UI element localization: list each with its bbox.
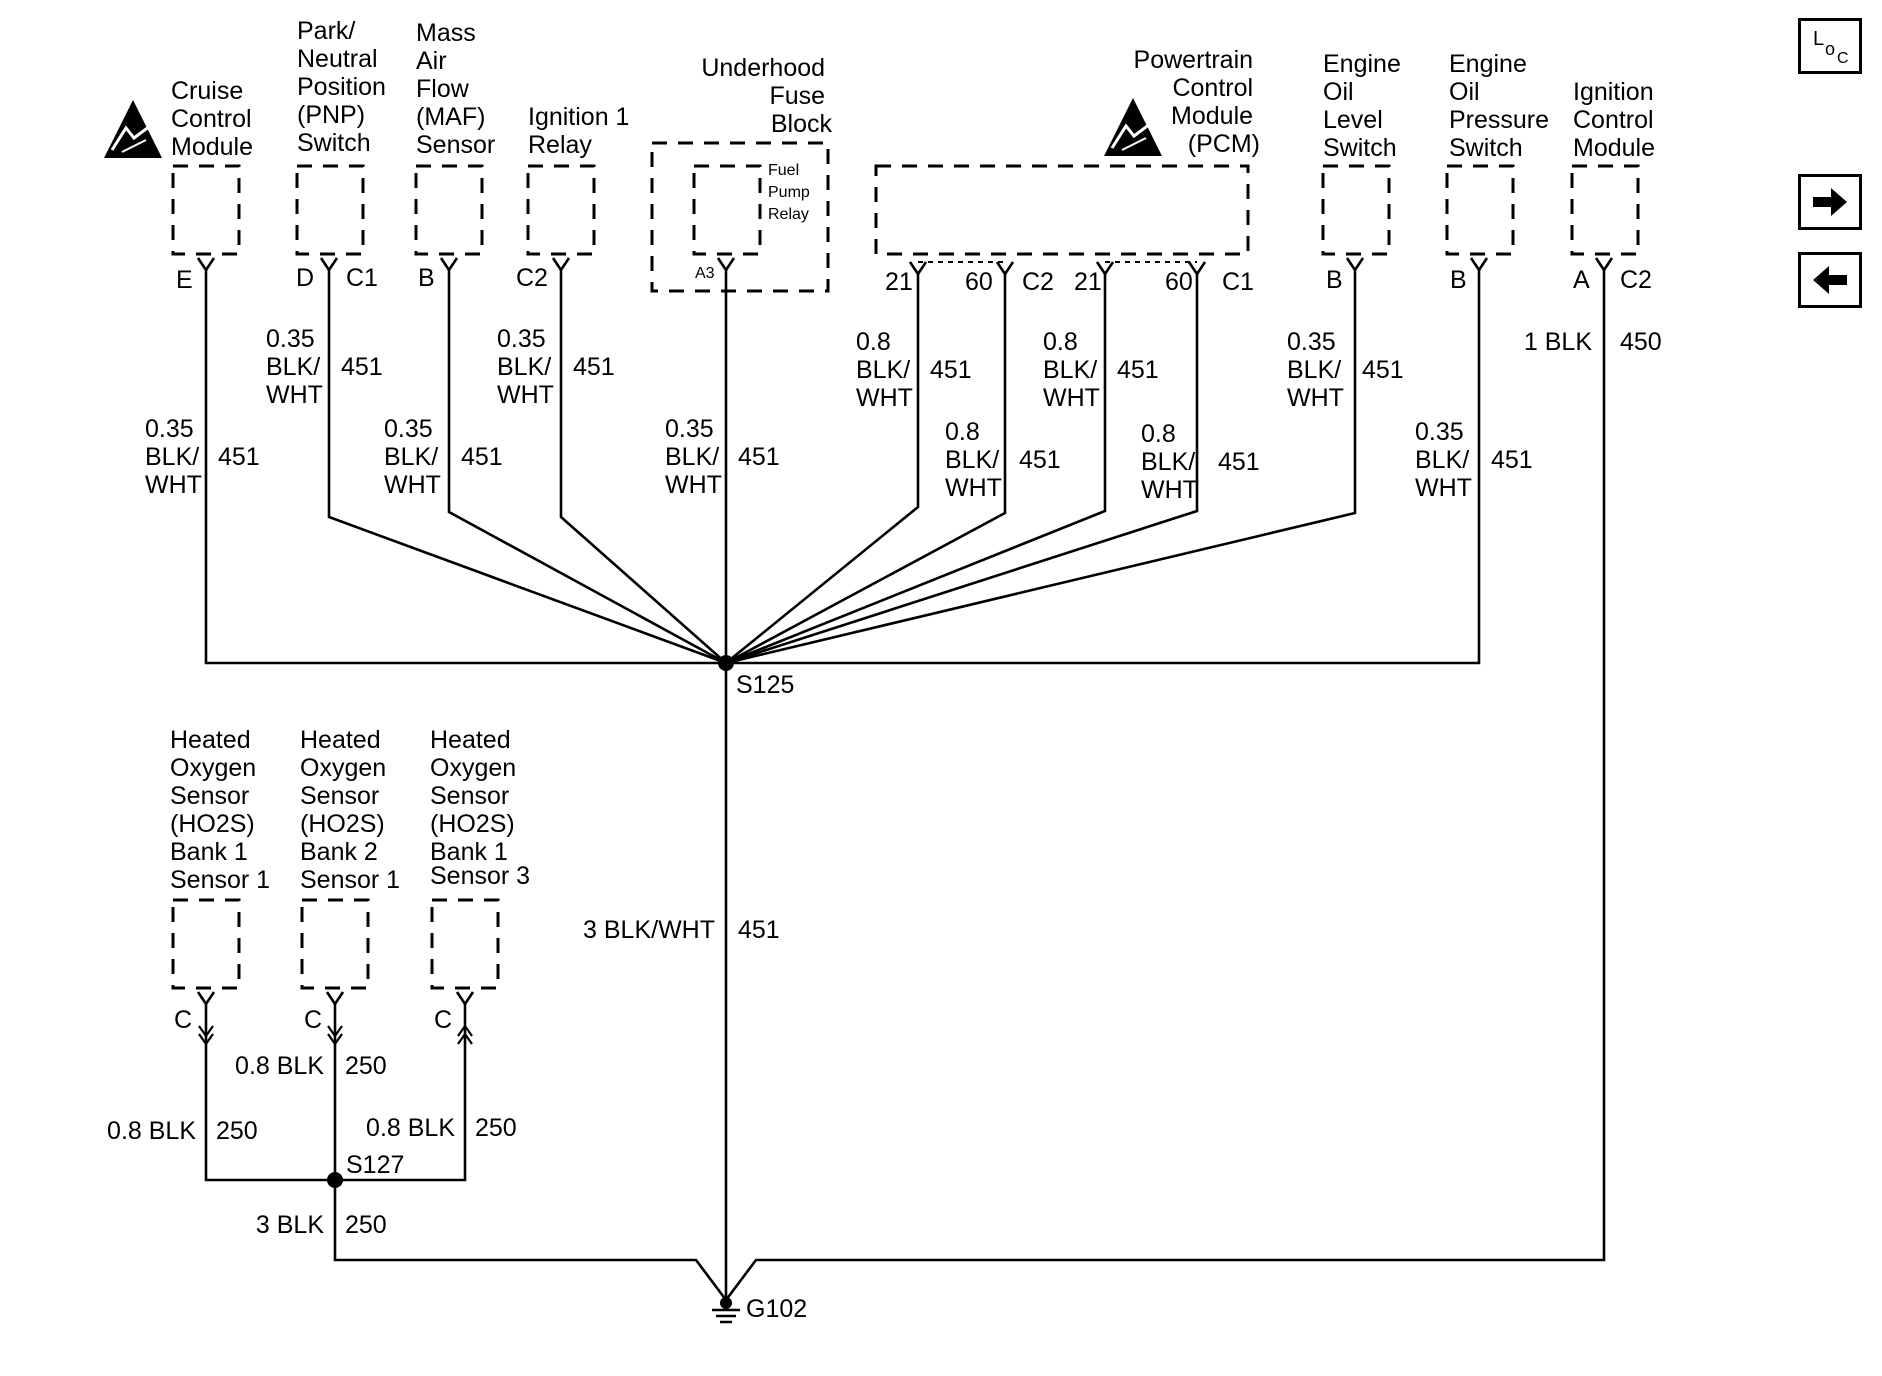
pcm-box [874, 164, 1250, 256]
pnp-switch-label: Park/ Neutral Position (PNP) Switch [297, 17, 393, 157]
wire-label: 0.35 BLK/ WHT [384, 415, 445, 499]
right-arrow-icon [1813, 188, 1847, 216]
splice-s127-dot [327, 1172, 343, 1188]
ho2s-bank2-sensor1-label: Heated Oxygen Sensor (HO2S) Bank 2 Senso… [300, 726, 400, 894]
engine-oil-level-switch-label: Engine Oil Level Switch [1323, 50, 1408, 162]
maf-sensor-box [414, 164, 484, 256]
cruise-control-module-label: Cruise Control Module [171, 77, 259, 161]
circuit-label: 451 [1117, 356, 1159, 384]
splice-label-s127: S127 [346, 1151, 404, 1179]
circuit-label: 450 [1620, 328, 1662, 356]
pin-label: C2 [516, 264, 548, 292]
ignition-1-relay-box [526, 164, 596, 256]
pin-label: 21 [885, 268, 913, 296]
engine-oil-level-switch-box [1321, 164, 1391, 256]
wire-label: 0.35 BLK/ WHT [266, 325, 327, 409]
wire-label: 1 BLK [1524, 328, 1592, 356]
pin-label: C [174, 1006, 192, 1034]
wire-label: 0.8 BLK/ WHT [1141, 420, 1202, 504]
circuit-label: 451 [573, 353, 615, 381]
circuit-label: 451 [461, 443, 503, 471]
wire-label: 0.8 BLK [107, 1117, 196, 1145]
circuit-label: 451 [1491, 446, 1533, 474]
left-arrow-icon [1813, 266, 1847, 294]
underhood-fuse-block-box [650, 141, 830, 293]
pin-label: 60 [1165, 268, 1193, 296]
circuit-label: 451 [1218, 448, 1260, 476]
pin-label: E [176, 266, 193, 294]
engine-oil-pressure-switch-box [1445, 164, 1515, 256]
pin-label: D [296, 264, 314, 292]
circuit-label: 451 [738, 443, 780, 471]
circuit-label: 451 [218, 443, 260, 471]
circuit-label: 250 [475, 1114, 517, 1142]
ho2s-bank1-sensor3-label: Heated Oxygen Sensor (HO2S) Bank 1 Senso… [430, 726, 530, 890]
esd-warning-icon [1104, 98, 1162, 156]
ignition-1-relay-label: Ignition 1 Relay [528, 103, 636, 159]
pin-label: B [418, 264, 435, 292]
previous-page-button[interactable] [1798, 252, 1862, 308]
inline-connector-symbols [198, 1024, 473, 1046]
ignition-control-module-label: Ignition Control Module [1573, 78, 1661, 162]
wire-label: 0.8 BLK/ WHT [945, 418, 1006, 502]
ho2s-bank1-sensor1-label: Heated Oxygen Sensor (HO2S) Bank 1 Senso… [170, 726, 270, 894]
wire-label: 0.35 BLK/ WHT [1415, 418, 1476, 502]
ground-wires [204, 270, 1606, 1301]
ho2s-bank2-sensor1-box [300, 898, 370, 990]
wire-label: 0.8 BLK/ WHT [856, 328, 917, 412]
circuit-label: 250 [216, 1117, 258, 1145]
wire-label: 0.35 BLK/ WHT [497, 325, 558, 409]
fuel-pump-relay-box [692, 164, 762, 256]
ho2s-bank1-sensor1-box [171, 898, 241, 990]
circuit-label: 451 [738, 916, 780, 944]
wire-label: 3 BLK [256, 1211, 324, 1239]
wire-label: 0.8 BLK [366, 1114, 455, 1142]
pnp-switch-box [295, 164, 365, 256]
pcm-label: Powertrain Control Module (PCM) [1134, 46, 1260, 158]
circuit-label: 250 [345, 1211, 387, 1239]
engine-oil-pressure-switch-label: Engine Oil Pressure Switch [1449, 50, 1556, 162]
pin-label: 21 [1074, 268, 1102, 296]
cruise-control-module-box [171, 164, 241, 256]
circuit-label: 250 [345, 1052, 387, 1080]
ho2s-bank1-sensor3-box [430, 898, 500, 990]
svg-text:o: o [1825, 39, 1835, 59]
location-icon: L o C [1813, 28, 1849, 67]
pin-label: A3 [695, 265, 715, 282]
underhood-fuse-block-label: Underhood Fuse Block [701, 54, 832, 138]
pin-label: A [1573, 266, 1590, 294]
wire-label: 0.35 BLK/ WHT [665, 415, 726, 499]
ground-g102-icon [712, 1297, 740, 1324]
ignition-control-module-box [1570, 164, 1640, 256]
wire-label: 0.35 BLK/ WHT [1287, 328, 1348, 412]
pin-label: C [304, 1006, 322, 1034]
circuit-label: 451 [1019, 446, 1061, 474]
svg-text:C: C [1837, 50, 1849, 67]
wire-label: 0.35 BLK/ WHT [145, 415, 206, 499]
fuel-pump-relay-label: Fuel Pump Relay [768, 162, 814, 223]
esd-warning-icon [104, 100, 162, 158]
maf-sensor-label: Mass Air Flow (MAF) Sensor [416, 19, 495, 159]
pin-label: 60 [965, 268, 993, 296]
next-page-button[interactable] [1798, 174, 1862, 230]
circuit-label: 451 [341, 353, 383, 381]
connector-label: C2 [1620, 266, 1652, 294]
wire-label: 3 BLK/WHT [583, 916, 715, 944]
location-button[interactable]: L o C [1798, 18, 1862, 74]
connector-label: C2 [1022, 268, 1054, 296]
pin-label: C [434, 1006, 452, 1034]
connector-label: C1 [1222, 268, 1254, 296]
pin-label: B [1450, 266, 1467, 294]
svg-text:L: L [1813, 28, 1824, 50]
splice-label-s125: S125 [736, 671, 794, 699]
wire-label: 0.8 BLK [235, 1052, 324, 1080]
ground-label-g102: G102 [746, 1295, 807, 1323]
wire-label: 0.8 BLK/ WHT [1043, 328, 1104, 412]
circuit-label: 451 [930, 356, 972, 384]
splice-s125-dot [718, 655, 734, 671]
pin-label: B [1326, 266, 1343, 294]
circuit-label: 451 [1362, 356, 1404, 384]
connector-label: C1 [346, 264, 378, 292]
